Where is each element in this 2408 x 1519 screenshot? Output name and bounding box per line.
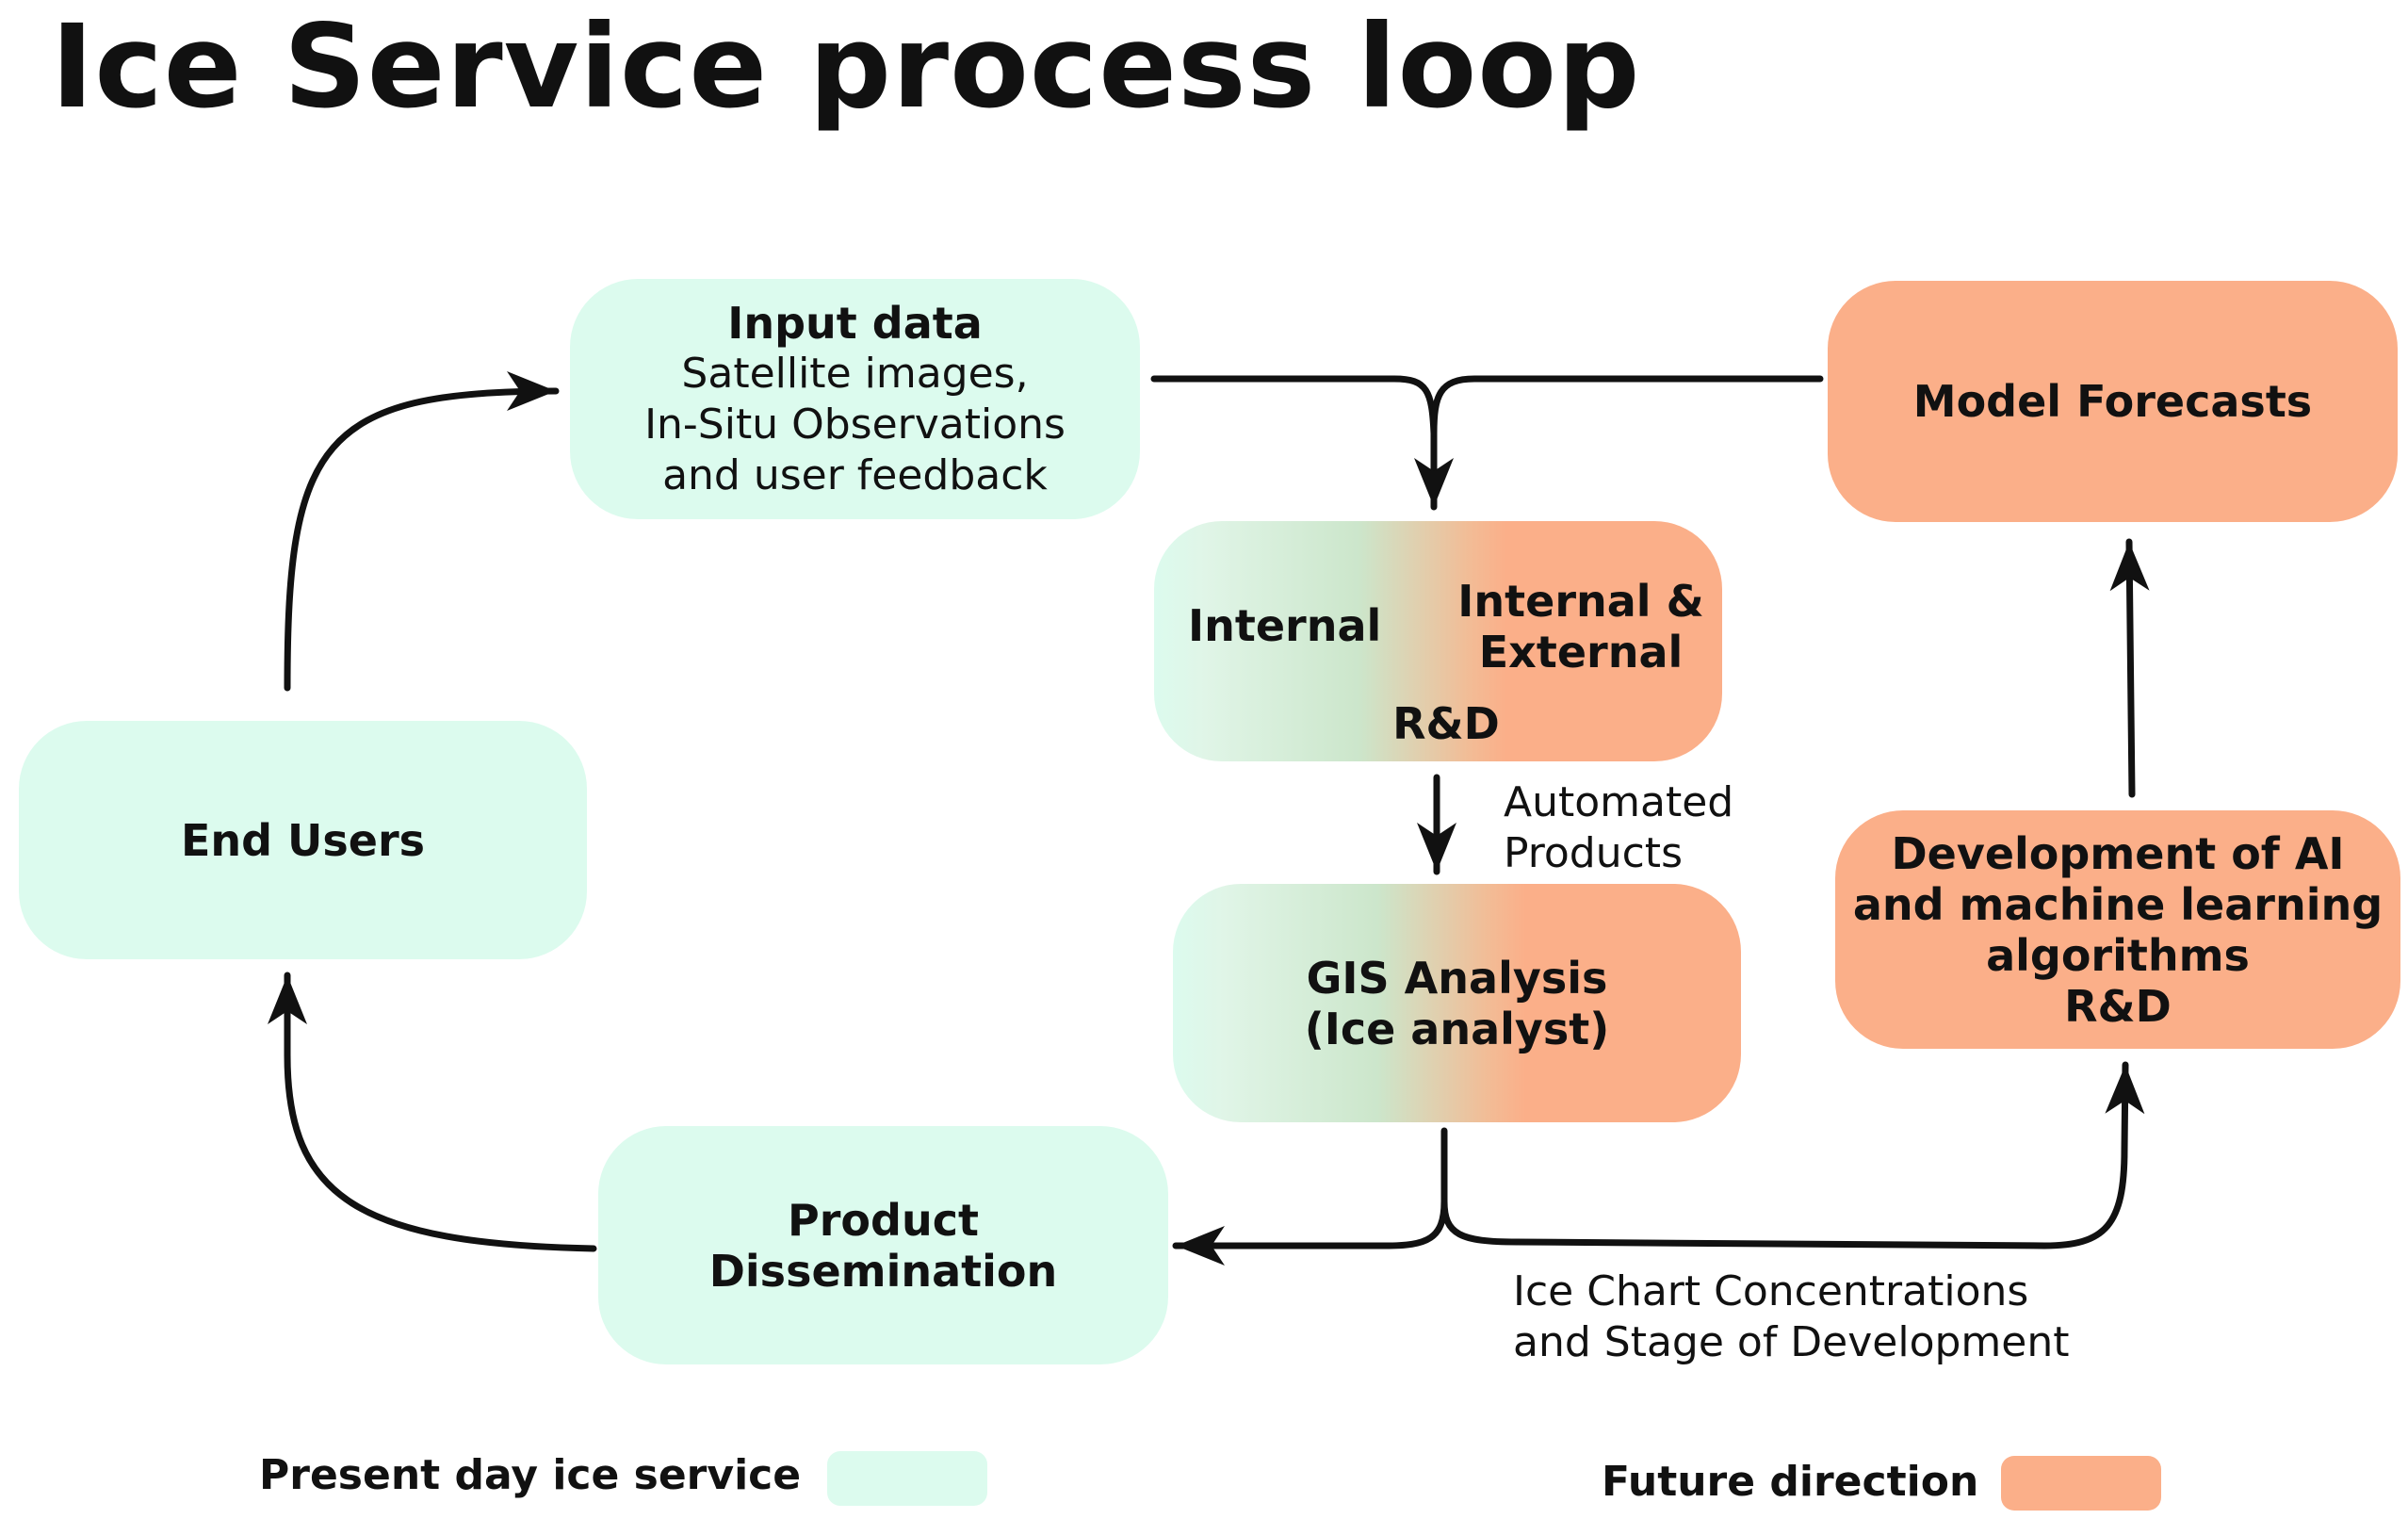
ai-development-line-2: and machine learning xyxy=(1852,878,2384,930)
rd-internal-label: Internal xyxy=(1188,600,1382,651)
end-users-label: End Users xyxy=(180,814,426,866)
input-data-line-2: In-Situ Observations xyxy=(644,400,1066,449)
ice-chart-label-line-2: and Stage of Development xyxy=(1513,1318,2070,1366)
gis-analysis-line-2: (Ice analyst) xyxy=(1304,1003,1610,1054)
ice-chart-label-line-1: Ice Chart Concentrations xyxy=(1513,1267,2029,1315)
arrow-gis-to-ai xyxy=(1440,1061,2145,1250)
input-data-line-3: and user feedback xyxy=(662,450,1048,499)
arrow-dissemination-to-endusers xyxy=(268,972,597,1252)
rd-internal-external-line-1: Internal & xyxy=(1457,576,1704,627)
model-forecasts-label: Model Forecasts xyxy=(1912,376,2313,427)
arrow-model-to-rd xyxy=(1430,375,1824,437)
gis-analysis-line-1: GIS Analysis xyxy=(1306,952,1608,1004)
rd-label: R&D xyxy=(1392,698,1500,749)
arrow-gis-to-dissemination xyxy=(1172,1127,1448,1266)
product-dissemination-line-2: Dissemination xyxy=(708,1245,1058,1297)
product-dissemination-line-1: Product xyxy=(788,1194,979,1246)
input-data-line-1: Satellite images, xyxy=(681,349,1029,398)
model-forecasts-node: Model Forecasts xyxy=(1828,281,2398,522)
legend-present-label: Present day ice service xyxy=(259,1451,802,1499)
ai-development-line-1: Development of AI xyxy=(1891,827,2345,879)
ai-development-line-4: R&D xyxy=(2064,980,2172,1032)
rd-internal-external-line-2: External xyxy=(1478,627,1684,678)
product-dissemination-node: Product Dissemination xyxy=(598,1126,1168,1364)
ai-development-node: Development of AI and machine learning a… xyxy=(1835,810,2400,1049)
legend-future-label: Future direction xyxy=(1602,1458,1979,1506)
ai-development-line-3: algorithms xyxy=(1986,929,2250,981)
diagram-title: Ice Service process loop xyxy=(51,0,1641,134)
arrow-ai-to-model xyxy=(2109,538,2150,798)
gis-analysis-node: GIS Analysis (Ice analyst) xyxy=(1173,884,1741,1122)
legend-present-swatch xyxy=(827,1451,987,1506)
arrow-input-to-rd xyxy=(1150,375,1454,511)
legend-future-swatch xyxy=(2001,1456,2161,1511)
input-data-node: Input data Satellite images, In-Situ Obs… xyxy=(570,279,1140,519)
end-users-node: End Users xyxy=(19,721,587,959)
automated-products-label-line-2: Products xyxy=(1504,829,1683,877)
rd-node: Internal Internal & External R&D xyxy=(1154,521,1722,761)
automated-products-label-line-1: Automated xyxy=(1504,778,1734,826)
arrow-endusers-to-input xyxy=(284,371,560,692)
input-data-heading: Input data xyxy=(727,297,983,349)
